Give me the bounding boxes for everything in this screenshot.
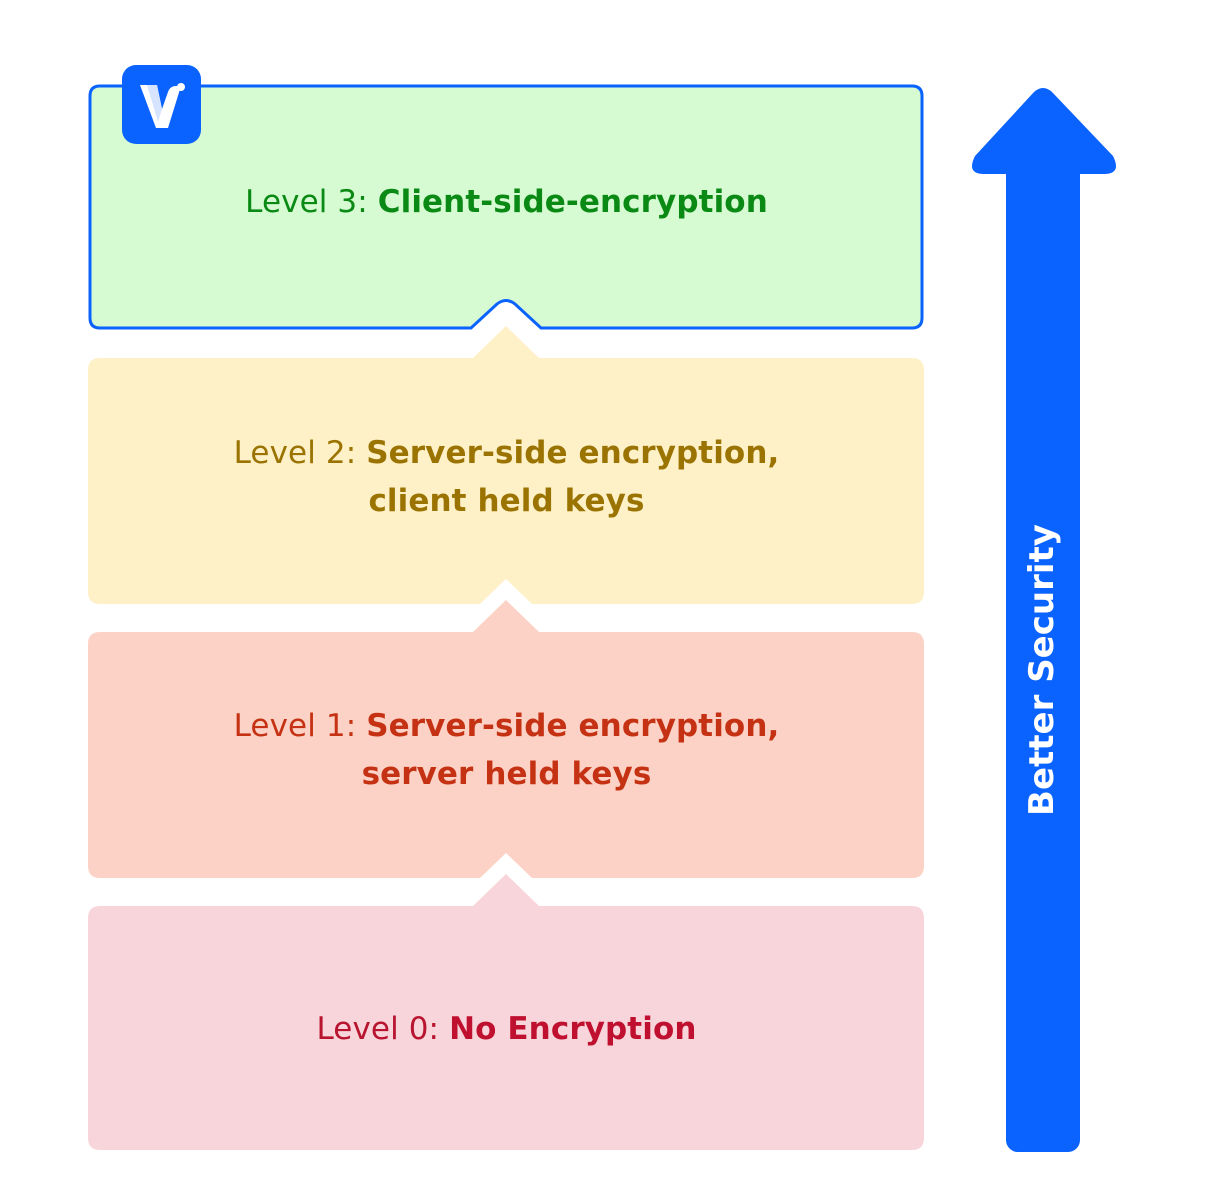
arrow-head xyxy=(972,88,1116,174)
level-3-title: Client-side-encryption xyxy=(377,184,768,220)
level-3-box xyxy=(88,84,924,330)
level-2-label: Level 2: Server-side encryption, client … xyxy=(90,429,923,525)
arrow-shaft xyxy=(1006,160,1080,1152)
level-0-box xyxy=(88,874,924,1150)
level-2-title-line2: client held keys xyxy=(368,483,645,519)
level-1-box xyxy=(88,600,924,878)
logo-dot xyxy=(177,83,185,91)
level-0-title: No Encryption xyxy=(449,1011,697,1047)
level-3-label: Level 3: Client-side-encryption xyxy=(90,178,923,226)
level-1-prefix: Level 1: xyxy=(233,708,367,744)
arrow-up-icon xyxy=(972,88,1116,1152)
level-2-prefix: Level 2: xyxy=(233,435,367,471)
level-3-prefix: Level 3: xyxy=(245,184,378,220)
better-security-label: Better Security xyxy=(1022,524,1062,816)
level-2-box xyxy=(88,326,924,604)
level-2-title-line1: Server-side encryption, xyxy=(366,435,780,471)
level-1-title-line2: server held keys xyxy=(361,756,652,792)
logo-badge xyxy=(122,65,201,144)
level-1-title-line1: Server-side encryption, xyxy=(366,708,780,744)
logo-v-shade xyxy=(147,85,162,122)
level-0-label: Level 0: No Encryption xyxy=(90,1005,923,1053)
app-logo-v-icon xyxy=(122,65,201,144)
level-0-prefix: Level 0: xyxy=(316,1011,450,1047)
level-1-label: Level 1: Server-side encryption, server … xyxy=(90,702,923,798)
